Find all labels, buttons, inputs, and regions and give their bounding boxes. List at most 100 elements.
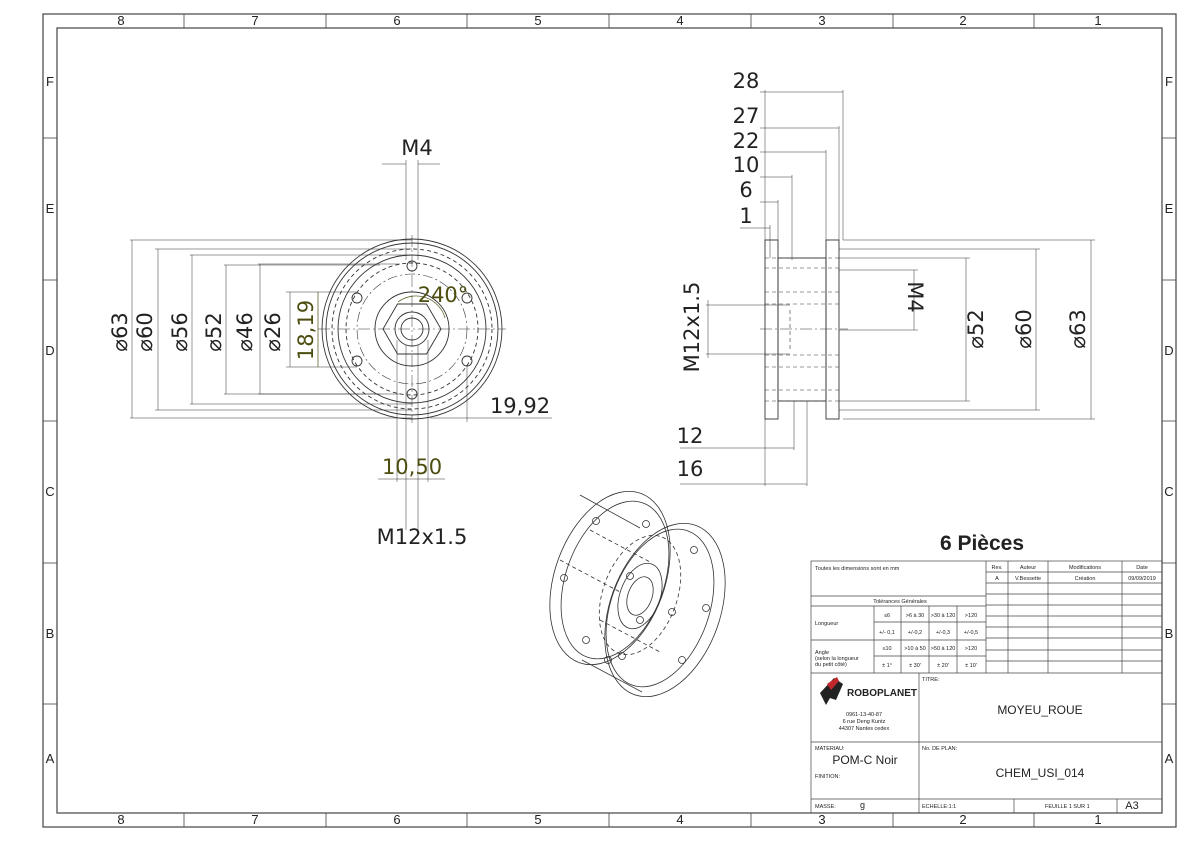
angle-range-2: >10 à 50 <box>904 646 926 652</box>
material-label: MATERIAU: <box>815 746 845 752</box>
angle-range-1: ≤10 <box>882 646 891 652</box>
angle-tol-4: ± 10' <box>965 663 977 669</box>
side-view-dimensions: 28 27 22 10 6 1 12 16 M12x1.5 M4 ⌀52 ⌀60… <box>677 69 1090 481</box>
dim-10-50: 10,50 <box>382 455 442 479</box>
hub-body <box>777 257 827 402</box>
dim-m12-side: M12x1.5 <box>680 282 704 373</box>
company-phone: 0961-13-40-87 <box>846 712 882 718</box>
zone-row-f-right: F <box>1165 74 1173 89</box>
dim-d56-front: ⌀56 <box>168 312 192 351</box>
zone-row-d-right: D <box>1164 343 1173 358</box>
dim-19-92: 19,92 <box>490 394 550 418</box>
dim-d60-side: ⌀60 <box>1012 309 1036 348</box>
zone-row-b-right: B <box>1165 626 1174 641</box>
angle-range-4: >120 <box>965 646 977 652</box>
zone-col-4-bottom: 4 <box>676 812 683 827</box>
company-name: ROBOPLANET <box>847 688 917 699</box>
length-tol-2: +/-0,2 <box>908 630 922 636</box>
date-header: Date <box>1136 565 1148 571</box>
side-view <box>680 90 1095 486</box>
zone-col-4: 4 <box>676 13 683 28</box>
zone-col-2-bottom: 2 <box>959 812 966 827</box>
zone-row-a: A <box>46 751 55 766</box>
zone-col-5: 5 <box>534 13 541 28</box>
dim-16: 16 <box>677 457 704 481</box>
dim-12: 12 <box>677 424 704 448</box>
mass-label: MASSE: <box>815 804 836 810</box>
scale-value: ECHELLE:1:1 <box>922 804 956 810</box>
length-tol-3: +/-0,3 <box>936 630 950 636</box>
dim-angle: 240° <box>418 283 469 307</box>
front-view <box>130 160 552 530</box>
material-value: POM-C Noir <box>832 753 897 767</box>
date-value: 09/09/2019 <box>1128 576 1156 582</box>
zone-row-b: B <box>46 626 55 641</box>
zone-col-8: 8 <box>117 13 124 28</box>
length-label: Longueur <box>815 621 838 627</box>
zone-row-f: F <box>46 74 54 89</box>
zone-row-e: E <box>46 201 55 216</box>
zone-col-6-bottom: 6 <box>393 812 400 827</box>
dim-m4-front: M4 <box>401 136 432 160</box>
bolt-hole-lower-right <box>461 355 473 367</box>
length-range-1: ≤6 <box>884 613 890 619</box>
zone-labels-right: F E D C B A <box>1164 74 1173 766</box>
dim-6: 6 <box>739 178 752 202</box>
bolt-hole-upper-left <box>351 292 363 304</box>
tolerances-title: Tolérances Générales <box>873 599 927 605</box>
zone-col-7: 7 <box>251 13 258 28</box>
format-value: A3 <box>1125 800 1138 812</box>
zone-col-7-bottom: 7 <box>251 812 258 827</box>
right-flange <box>825 239 840 420</box>
zone-col-3: 3 <box>818 13 825 28</box>
left-flange <box>764 239 779 420</box>
zone-col-3-bottom: 3 <box>818 812 825 827</box>
quantity-label: 6 Pièces <box>940 532 1024 555</box>
dim-28: 28 <box>733 69 760 93</box>
zone-labels-bottom: 8 7 6 5 4 3 2 1 <box>117 812 1101 827</box>
plan-number: CHEM_USI_014 <box>996 766 1085 780</box>
zone-row-a-right: A <box>1165 751 1174 766</box>
dim-d63-side: ⌀63 <box>1066 309 1090 348</box>
company-street: 6 rue Deng Kuntz <box>843 719 886 725</box>
title-block-text: Toutes les dimensions sont en mm Rev. Au… <box>815 565 1156 812</box>
angle-range-3: >50 à 120 <box>931 646 956 652</box>
roboplanet-logo <box>820 677 843 705</box>
dim-27: 27 <box>733 104 760 128</box>
dim-d46-front: ⌀46 <box>233 312 257 351</box>
dim-d52-front: ⌀52 <box>202 312 226 351</box>
sheet-value: FEUILLE 1 SUR 1 <box>1045 804 1090 810</box>
bolt-hole-lower-left <box>351 355 363 367</box>
zone-row-d: D <box>45 343 54 358</box>
rev-header: Rev. <box>992 565 1003 571</box>
title-label: TITRE: <box>922 677 940 683</box>
zone-labels-left: F E D C B A <box>45 74 54 766</box>
dim-d26-front: ⌀26 <box>261 312 285 351</box>
drawing-frame <box>42 13 1177 828</box>
mass-unit: g <box>860 800 865 810</box>
zone-col-1-bottom: 1 <box>1094 812 1101 827</box>
drawing-title: MOYEU_ROUE <box>997 703 1082 717</box>
dim-m4-side: M4 <box>903 281 927 312</box>
dim-d52-side: ⌀52 <box>964 309 988 348</box>
plan-label: No. DE PLAN: <box>922 746 958 752</box>
isometric-view <box>549 490 726 698</box>
zone-col-2: 2 <box>959 13 966 28</box>
length-range-4: >120 <box>965 613 977 619</box>
zone-row-e-right: E <box>1165 201 1174 216</box>
dim-10: 10 <box>733 153 760 177</box>
length-tol-4: +/-0,5 <box>964 630 978 636</box>
zone-row-c-right: C <box>1164 484 1173 499</box>
angle-tol-3: ± 20' <box>937 663 949 669</box>
zone-row-c: C <box>45 484 54 499</box>
author-header: Auteur <box>1020 565 1036 571</box>
angle-label: Angle <box>815 650 829 656</box>
dim-18-19: 18,19 <box>294 300 318 360</box>
zone-col-5-bottom: 5 <box>534 812 541 827</box>
angle-label-3: du petit côté) <box>815 662 847 668</box>
dim-d60-front: ⌀60 <box>133 312 157 351</box>
zone-col-8-bottom: 8 <box>117 812 124 827</box>
changes-value: Création <box>1075 576 1096 582</box>
zone-col-1: 1 <box>1094 13 1101 28</box>
dim-22: 22 <box>733 129 760 153</box>
